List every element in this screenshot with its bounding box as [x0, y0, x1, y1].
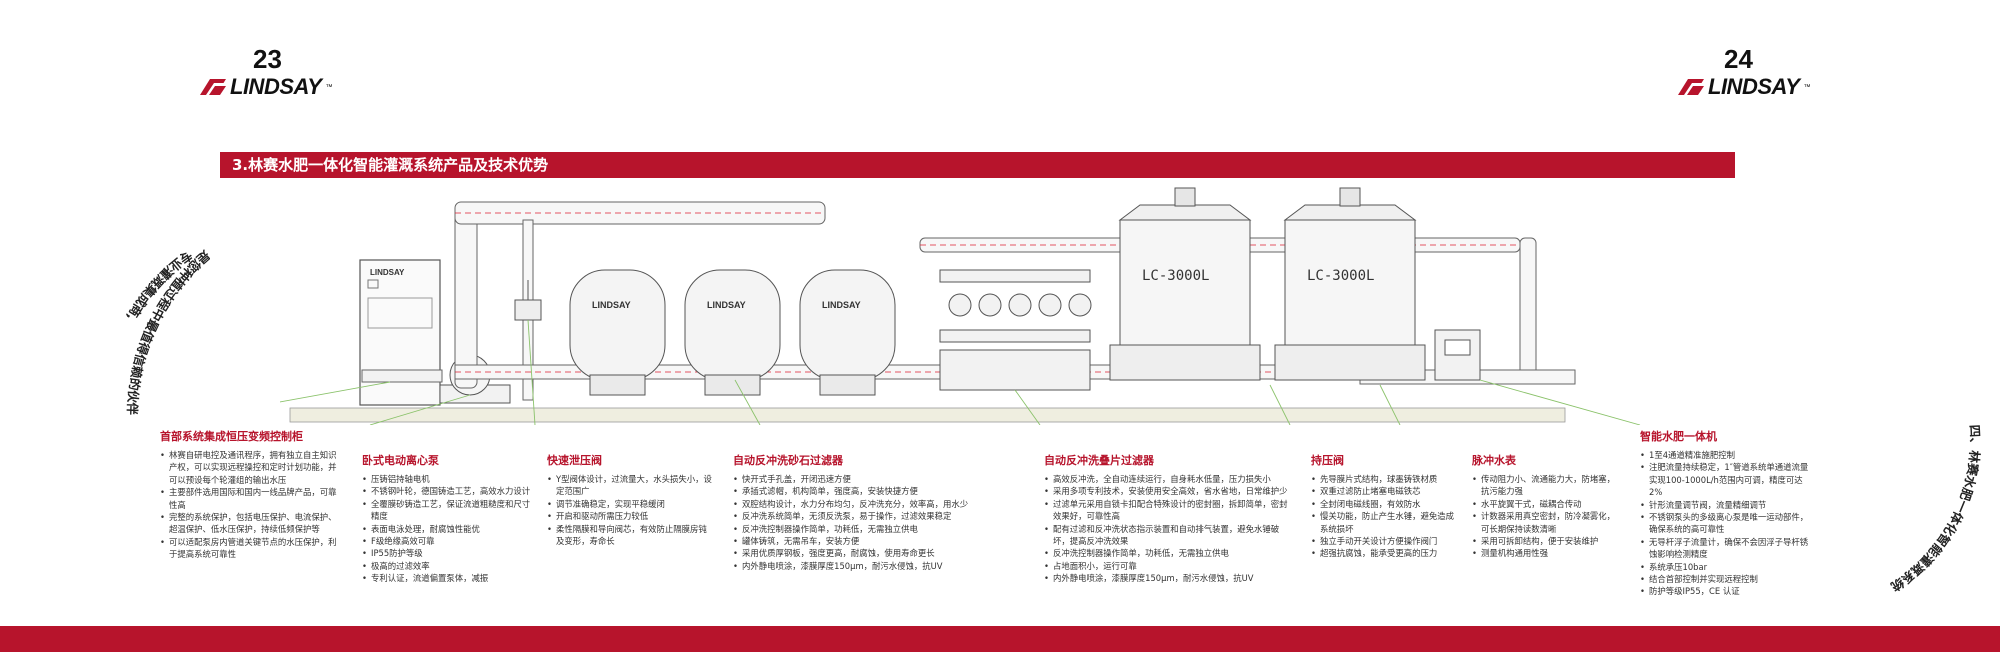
list-item: 双腔结构设计，水力分布均匀，反冲洗充分，效率高，用水少 [733, 498, 978, 511]
logo-text: LINDSAY [230, 74, 322, 99]
list-item: 配有过滤和反冲洗状态指示装置和自动排气装置，避免水锤破坏，提高反冲洗效果 [1044, 523, 1289, 548]
column-title: 脉冲水表 [1472, 454, 1516, 467]
svg-text:四、林赛水肥一体化智能灌溉系统: 四、林赛水肥一体化智能灌溉系统 [1888, 424, 1983, 594]
list-item: 结合首部控制并实现远程控制 [1640, 573, 1815, 586]
list-item: 主要部件选用国际和国内一线品牌产品，可靠性高 [160, 486, 340, 511]
column-disc-filter: 自动反冲洗叠片过滤器 高效反冲洗，全自动连续运行，自身耗水低量，压力损失小 采用… [1044, 452, 1289, 585]
column-fertigation-machine: 智能水肥一体机 1至4通道精准施肥控制 注肥流量持续稳定，1″管道系统单通道流量… [1640, 428, 1815, 598]
list-item: 表面电泳处理，耐腐蚀性能优 [362, 523, 532, 536]
list-item: 传动阻力小、流通能力大，防堵塞，抗污能力强 [1472, 473, 1622, 498]
column-title: 自动反冲洗砂石过滤器 [733, 454, 843, 467]
list-item: 极高的过滤效率 [362, 560, 532, 573]
list-item: 调节准确稳定，实现平稳缓闭 [547, 498, 712, 511]
column-title: 首部系统集成恒压变频控制柜 [160, 430, 303, 443]
list-item: 全覆膜砂铸造工艺，保证流道粗糙度和尺寸精度 [362, 498, 532, 523]
list-item: F级绝缘高效可靠 [362, 535, 532, 548]
trademark: ™ [325, 83, 332, 91]
list-item: 慢关功能，防止产生水锤，避免造成系统损坏 [1311, 510, 1461, 535]
sand-filters: LINDSAY LINDSAY LINDSAY [569, 269, 896, 396]
page-number-left: 23 [253, 44, 282, 74]
ground-base [289, 407, 1566, 423]
list-item: 全封闭电磁线圈，有效防水 [1311, 498, 1461, 511]
list-item: 罐体铸筑，无需吊车，安装方便 [733, 535, 978, 548]
callout-lines [280, 319, 1641, 425]
logo-text: LINDSAY [1708, 74, 1800, 99]
lindsay-mark-icon [200, 79, 226, 95]
list-item: 柔性隔膜和导向阀芯，有效防止隔膜房钝及变形，寿命长 [547, 523, 712, 548]
column-control-cabinet: 首部系统集成恒压变频控制柜 林赛自研电控及通讯程序，拥有独立自主知识产权，可以实… [160, 428, 340, 561]
column-sand-filter: 自动反冲洗砂石过滤器 快开式手孔盖，开闭迅速方便 承插式滤帽，机构简单，强度高，… [733, 452, 978, 573]
list-item: 占地面积小，运行可靠 [1044, 560, 1289, 573]
column-title: 自动反冲洗叠片过滤器 [1044, 454, 1154, 467]
svg-text:LINDSAY: LINDSAY [592, 300, 631, 310]
list-item: 针形流量调节阀，流量精细调节 [1640, 499, 1815, 512]
list-item: 内外静电喷涂，漆膜厚度150μm，耐污水侵蚀，抗UV [1044, 572, 1289, 585]
list-item: 反冲洗控制器操作简单，功耗低，无需独立供电 [1044, 547, 1289, 560]
list-item: 先导膜片式结构，球墨铸铁材质 [1311, 473, 1461, 486]
list-item: 压铸铝持轴电机 [362, 473, 532, 486]
column-water-meter: 脉冲水表 传动阻力小、流通能力大，防堵塞，抗污能力强 水平旋翼干式，磁耦合传动 … [1472, 452, 1622, 560]
list-item: 承插式滤帽，机构简单，强度高，安装快捷方便 [733, 485, 978, 498]
page-number-right: 24 [1724, 44, 1753, 74]
list-item: 注肥流量持续稳定，1″管道系统单通道流量实现100-1000L/h范围内可调，精… [1640, 461, 1815, 498]
section-title: 3.林赛水肥一体化智能灌溉系统产品及技术优势 [220, 152, 1735, 178]
list-item: 采用可拆卸结构，便于安装维护 [1472, 535, 1622, 548]
equipment-diagram: LINDSAY LINDSAY LINDSAY [280, 187, 1641, 425]
list-item: 采用优质厚钢板，强度更高，耐腐蚀，使用寿命更长 [733, 547, 978, 560]
list-item: 专利认证，流道偏置泵体，减振 [362, 572, 532, 585]
relief-valve [514, 280, 542, 321]
list-item: 反冲洗系统简单，无须反洗泵，易于操作，过滤效果稳定 [733, 510, 978, 523]
column-relief-valve: 快速泄压阀 Y型阀体设计，过流量大，水头损失小，设定范围广 调节准确稳定，实现平… [547, 452, 712, 547]
list-item: 测量机构通用性强 [1472, 547, 1622, 560]
list-item: 林赛自研电控及通讯程序，拥有独立自主知识产权，可以实现远程操控和定时计划功能，并… [160, 449, 340, 486]
list-item: 开启和驱动所需压力较低 [547, 510, 712, 523]
list-item: 超强抗腐蚀，能承受更高的压力 [1311, 547, 1461, 560]
list-item: 不锈钢泵头的多级离心泵是唯一运动部件，确保系统的高可靠性 [1640, 511, 1815, 536]
list-item: IP55防护等级 [362, 547, 532, 560]
control-cabinet: LINDSAY [359, 259, 441, 406]
list-item: 水平旋翼干式，磁耦合传动 [1472, 498, 1622, 511]
disc-filters [939, 269, 1092, 391]
list-item: 反冲洗控制器操作简单，功耗低，无需独立供电 [733, 523, 978, 536]
lindsay-mark-icon [1678, 79, 1704, 95]
list-item: 高效反冲洗，全自动连续运行，自身耗水低量，压力损失小 [1044, 473, 1289, 486]
column-pump: 卧式电动离心泵 压铸铝持轴电机 不锈钢叶轮，德国铸造工艺，高效水力设计 全覆膜砂… [362, 452, 532, 585]
list-item: 采用多项专利技术，安装使用安全高效，省水省地，日常维护少 [1044, 485, 1289, 498]
column-title: 持压阀 [1311, 454, 1344, 467]
column-title: 卧式电动离心泵 [362, 454, 439, 467]
side-slogan-left: 专业灌溉集成商, 是您种植过程中最值得信赖的伙伴 [124, 247, 210, 416]
list-item: 快开式手孔盖，开闭迅速方便 [733, 473, 978, 486]
trademark: ™ [1803, 83, 1810, 91]
list-item: 防护等级IP55，CE 认证 [1640, 585, 1815, 598]
svg-text:LINDSAY: LINDSAY [370, 268, 405, 277]
list-item: 内外静电喷涂，漆膜厚度150μm，耐污水侵蚀，抗UV [733, 560, 978, 573]
side-slogan-right: 四、林赛水肥一体化智能灌溉系统 [1888, 424, 1983, 594]
bottom-band [0, 626, 2000, 652]
svg-text:LINDSAY: LINDSAY [707, 300, 746, 310]
list-item: 可以适配泵房内管道关键节点的水压保护，利于提高系统可靠性 [160, 536, 340, 561]
svg-text:LINDSAY: LINDSAY [822, 300, 861, 310]
list-item: 计数器采用真空密封，防冷凝雾化，可长期保持读数清晰 [1472, 510, 1622, 535]
column-pressure-valve: 持压阀 先导膜片式结构，球墨铸铁材质 双重过滤防止堵塞电磁铁芯 全封闭电磁线圈，… [1311, 452, 1461, 560]
list-item: 无导杆浮子流量计，确保不会因浮子导杆锈蚀影响检测精度 [1640, 536, 1815, 561]
list-item: 完整的系统保护，包括电压保护、电流保护、超温保护、低水压保护，持续低频保护等 [160, 511, 340, 536]
list-item: 双重过滤防止堵塞电磁铁芯 [1311, 485, 1461, 498]
list-item: 过滤单元采用自锁卡扣配合特殊设计的密封圈，拆卸简单，密封效果好，可靠性高 [1044, 498, 1289, 523]
fertigation-machine [1434, 329, 1481, 381]
list-item: 独立手动开关设计方便操作阀门 [1311, 535, 1461, 548]
tank-label-1: LC-3000L [1142, 268, 1209, 284]
fertilizer-tanks: LC-3000L LC-3000L [1109, 187, 1426, 381]
tank-label-2: LC-3000L [1307, 268, 1374, 284]
list-item: 1至4通道精准施肥控制 [1640, 449, 1815, 462]
list-item: 系统承压10bar [1640, 561, 1815, 574]
list-item: Y型阀体设计，过流量大，水头损失小，设定范围广 [547, 473, 712, 498]
column-title: 快速泄压阀 [547, 454, 602, 467]
side-slogan-right-text: 四、林赛水肥一体化智能灌溉系统 [1888, 424, 1983, 594]
list-item: 不锈钢叶轮，德国铸造工艺，高效水力设计 [362, 485, 532, 498]
column-title: 智能水肥一体机 [1640, 430, 1717, 443]
